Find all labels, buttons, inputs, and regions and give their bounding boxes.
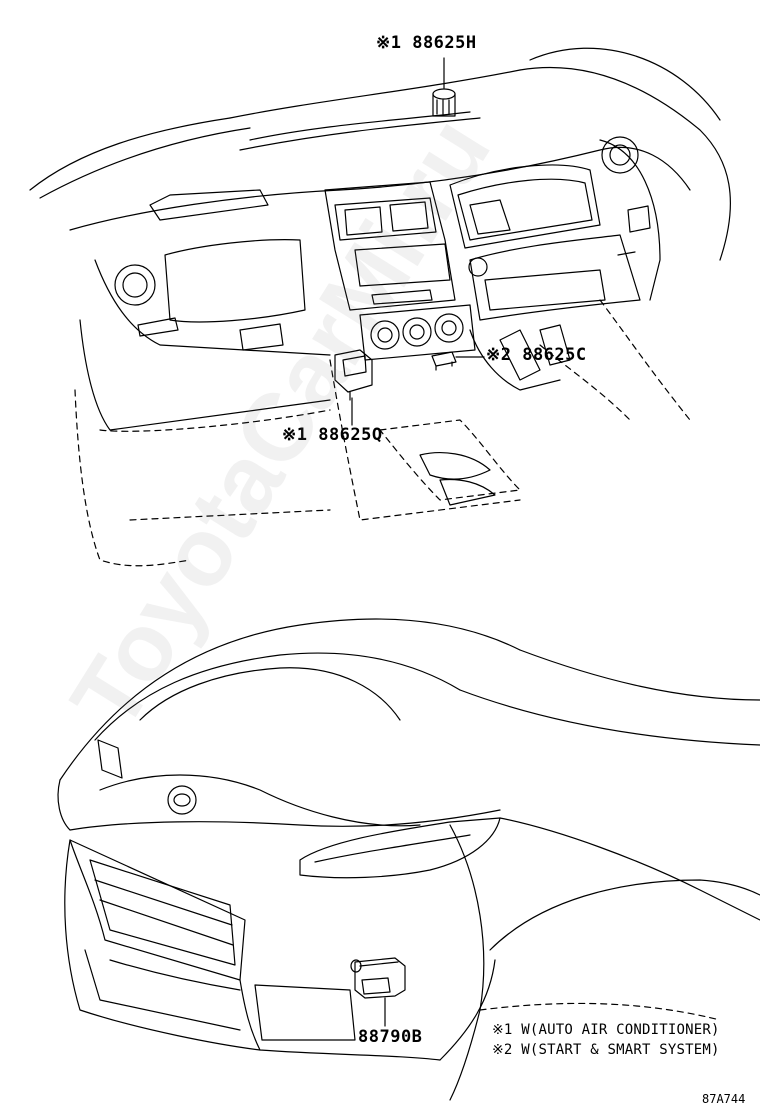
car-front-illustration [57,618,760,1101]
part-88625c-graphic [431,351,485,371]
footnote-1: ※1 W(AUTO AIR CONDITIONER) [492,1022,720,1038]
footnote-2: ※2 W(START & SMART SYSTEM) [492,1042,720,1058]
label-part-88790b: 88790B [358,1027,423,1047]
part-88625q-graphic [334,349,373,426]
figure-id: 87A744 [702,1092,746,1106]
label-part-88625c: ※2 88625C [486,345,587,365]
label-part-88625q: ※1 88625Q [282,425,383,445]
part-88625h-graphic [432,57,456,117]
label-part-88625h: ※1 88625H [376,33,477,53]
dashboard-illustration [29,47,731,567]
part-88790b-graphic [350,957,406,1027]
